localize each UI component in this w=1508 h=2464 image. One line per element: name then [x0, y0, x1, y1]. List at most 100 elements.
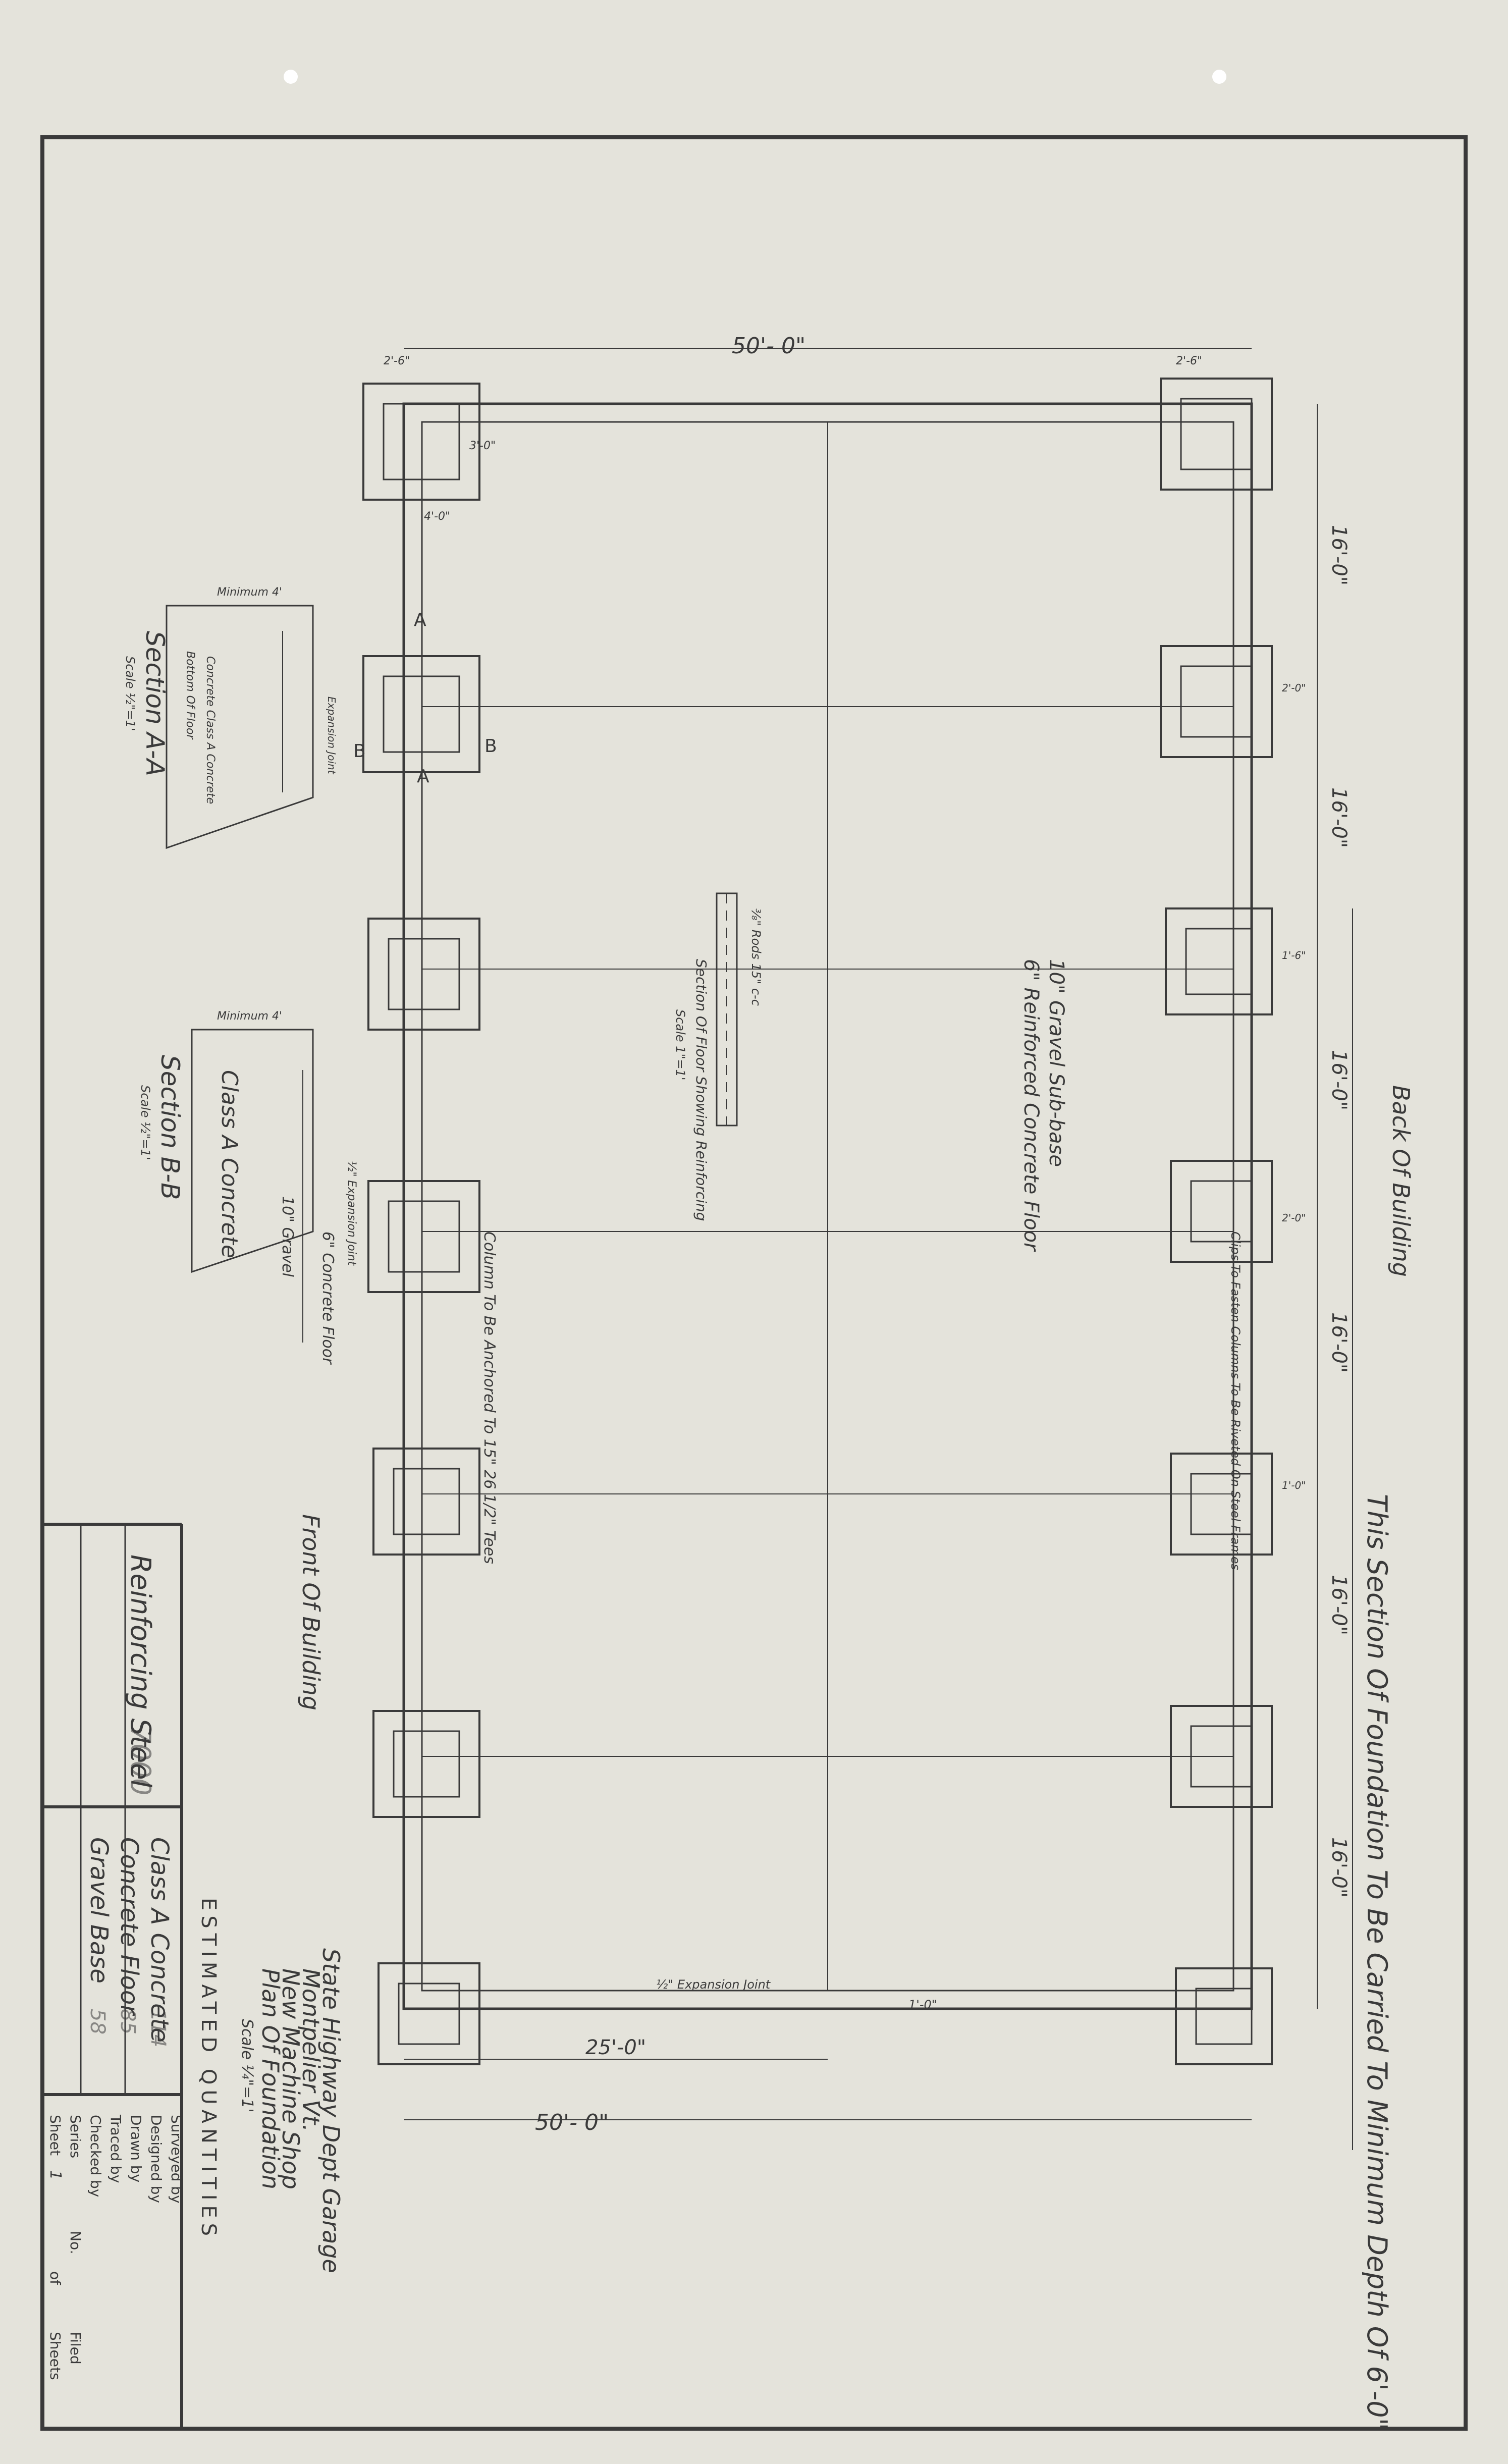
quantity-2-label: Class A Concrete	[145, 1837, 174, 2043]
bay-spacing-6: 16'-0"	[1327, 1837, 1351, 1898]
cut-marker-b-right: B	[484, 736, 497, 757]
section-a-a-scale: Scale ½"=1'	[123, 656, 137, 731]
project-line-1: State Highway Dept Garage	[317, 1948, 345, 2273]
drawn-by-label: Drawn by	[128, 2115, 144, 2182]
cut-marker-a-top: A	[414, 610, 426, 630]
floor-note-concrete: 6" Reinforced Concrete Floor	[1019, 959, 1043, 1252]
floor-note-gravel: 10" Gravel Sub-base	[1045, 959, 1068, 1167]
designed-by-label: Designed by	[148, 2115, 165, 2203]
checked-by-label: Checked by	[87, 2115, 104, 2197]
pier-footing	[367, 1180, 480, 1293]
top-left-pier-offset: 2'-6"	[384, 355, 410, 367]
pier-footing	[1175, 1967, 1273, 2065]
sheets-label: Sheets	[47, 2332, 64, 2380]
pier-footing	[1160, 378, 1273, 491]
binding-hole-left	[284, 70, 298, 84]
section-b-b-scale: Scale ½"=1'	[138, 1085, 152, 1160]
project-line-4: Plan Of Foundation	[257, 1968, 284, 2189]
section-b-b-floor: 6" Concrete Floor	[319, 1231, 337, 1365]
sheet-border	[40, 135, 1468, 2431]
section-b-b-minimum: Minimum 4'	[217, 1010, 282, 1023]
section-a-a-title: Section A-A	[140, 631, 170, 776]
bottom-width-dimension: 50'- 0"	[535, 2110, 609, 2135]
pier-footing	[362, 383, 480, 501]
top-right-pier-offset: 2'-6"	[1176, 355, 1202, 367]
number-label: No.	[67, 2231, 84, 2254]
bay-spacing-5: 16'-0"	[1327, 1575, 1351, 1635]
project-line-2: Montpelier Vt.	[297, 1968, 325, 2132]
section-b-b-gravel: 10" Gravel	[279, 1196, 296, 1277]
series-label: Series	[67, 2115, 84, 2158]
sheet-label: Sheet	[47, 2115, 64, 2156]
pier-footing	[372, 1710, 480, 1818]
foundation-plan	[402, 402, 1253, 2010]
section-b-b-joint: ½" Expansion Joint	[345, 1161, 358, 1266]
piers-left	[362, 383, 480, 2065]
pier-footing	[372, 1448, 480, 1556]
section-b-b: Section B-B Scale ½"=1' Minimum 4' Class…	[138, 1010, 358, 1365]
back-of-building-label: Back Of Building	[1387, 1085, 1415, 1277]
pier-width-dimension: 4'-0"	[424, 510, 450, 523]
section-a-a-grade: Bottom Of Floor	[184, 651, 196, 740]
pier-offset-b-dimension: 1'-6"	[1282, 949, 1306, 961]
project-title: State Highway Dept Garage Montpelier Vt.…	[238, 1948, 345, 2273]
section-a-a-joint: Expansion Joint	[326, 697, 338, 775]
pier-footing	[1170, 1453, 1273, 1556]
section-b-b-material: Class A Concrete	[217, 1070, 242, 1258]
section-a-a-material: Concrete Class A Concrete	[204, 656, 217, 804]
quantity-2-value: 114	[146, 2009, 170, 2047]
quantity-3-label: Concrete Floor	[115, 1837, 143, 2016]
surveyed-by-label: Surveyed by	[168, 2115, 185, 2204]
section-a-a-minimum: Minimum 4'	[217, 586, 282, 599]
project-scale: Scale ¼"=1'	[238, 2019, 256, 2113]
half-width-dimension: 25'-0"	[585, 2036, 646, 2059]
filed-label: Filed	[67, 2332, 84, 2365]
pier-footing	[1160, 645, 1273, 758]
quantity-1-value: 7000	[125, 1726, 156, 1795]
pier-footing	[378, 1962, 480, 2065]
pier-dimension-d: 1'-0"	[1282, 1479, 1306, 1491]
section-depth-note: This Section Of Foundation To Be Carried…	[1361, 1494, 1393, 2430]
traced-by-label: Traced by	[107, 2114, 124, 2183]
estimated-quantities-label: ESTIMATED QUANTITIES	[197, 1898, 220, 2241]
bay-spacing-4: 16'-0"	[1327, 1312, 1351, 1373]
bay-spacing-3: 16'-0"	[1327, 1050, 1351, 1110]
pier-small-dimension: 3'-0"	[469, 440, 496, 452]
quantity-3-value: 85	[116, 2009, 139, 2034]
piers-right	[1160, 378, 1273, 2065]
wall-thickness-dimension: 1'-0"	[908, 1998, 937, 2012]
column-anchor-note: Column To Be Anchored To 15" 26 1/2" Tee…	[480, 1231, 498, 1564]
quantity-1-label: Reinforcing Steel	[125, 1555, 156, 1787]
dimensions: 50'- 0" 50'- 0" 25'-0" ½" Expansion Join…	[384, 333, 1351, 2135]
pier-offset-a-dimension: 2'-0"	[1282, 682, 1306, 694]
floor-reinforcing-detail: ⅜" Rods 15" c-c Section Of Floor Showing…	[673, 892, 763, 1221]
pier-footing	[1165, 907, 1273, 1015]
floor-rod-spacing: ⅜" Rods 15" c-c	[749, 908, 763, 1006]
clips-note: Clips To Fasten Columns To Be Riveted On…	[1228, 1231, 1243, 1570]
quantity-4-value: 58	[86, 2009, 109, 2034]
floor-section-title: Section Of Floor Showing Reinforcing	[693, 959, 710, 1221]
section-a-a: Section A-A Scale ½"=1' Minimum 4' Botto…	[123, 586, 338, 849]
floor-section-scale: Scale 1"=1'	[673, 1009, 687, 1080]
pier-footing	[362, 655, 480, 773]
sheet-number: 1	[46, 2170, 64, 2180]
of-label: of	[47, 2271, 64, 2285]
cut-marker-a-bottom: A	[417, 766, 429, 787]
expansion-joint-label: ½" Expansion Joint	[656, 1977, 771, 1992]
overall-width-dimension: 50'- 0"	[732, 333, 805, 359]
pier-footing	[367, 918, 480, 1031]
quantity-4-label: Gravel Base	[85, 1837, 113, 1984]
bay-spacing-1: 16'-0"	[1327, 525, 1351, 585]
project-line-3: New Machine Shop	[277, 1968, 304, 2189]
front-of-building-label: Front Of Building	[297, 1514, 325, 1710]
bay-spacing-2: 16'-0"	[1327, 787, 1351, 848]
title-block: ESTIMATED QUANTITIES Reinforcing Steel 7…	[42, 1523, 220, 2429]
section-b-b-title: Section B-B	[155, 1055, 185, 1200]
cut-marker-b-left: B	[353, 741, 366, 762]
pier-footing	[1170, 1160, 1273, 1263]
binding-hole-right	[1212, 70, 1226, 84]
pier-footing	[1170, 1705, 1273, 1808]
pier-dimension-c: 2'-0"	[1282, 1212, 1306, 1224]
